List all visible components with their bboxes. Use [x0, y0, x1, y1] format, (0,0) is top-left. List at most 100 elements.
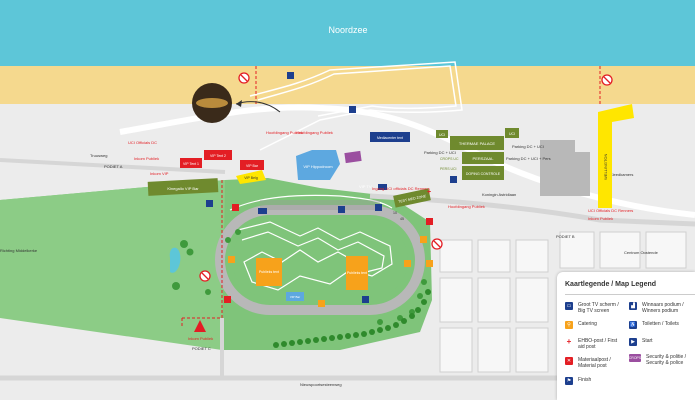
no-entry-icon: [199, 270, 211, 282]
astridlaan-label: Koningin Astridlaan: [482, 192, 516, 197]
test-med-zone-label: TEST MED ZONE: [398, 194, 427, 204]
vip-hippodroom: [296, 150, 340, 180]
legend-item-first-aid: + EHBO-post / First aid post: [565, 338, 623, 350]
legend-item-toilets: ♿ Toiletten / Toilets: [629, 321, 695, 329]
start-marker-label: 10: [393, 211, 397, 215]
vip-tent-1: [180, 158, 202, 168]
tv-screen-icon: [258, 184, 387, 214]
beach-track-2: [257, 65, 457, 117]
uci-label: UCI: [439, 133, 445, 137]
perszaal: [462, 152, 504, 164]
legend-label: Catering: [578, 321, 597, 327]
vip-tv-box: [354, 183, 374, 190]
crops-uc-label: CROPS UC: [440, 157, 459, 161]
inkom-publiek-a-label: Inkom Publiek: [134, 156, 159, 161]
no-entry-icon: [238, 72, 250, 84]
legend-label: Materiaalpost / Material post: [578, 357, 611, 369]
catering-icon: ⚲: [565, 321, 573, 329]
test-med-zone: [393, 188, 431, 208]
first-aid-plus-icon: +: [427, 189, 431, 196]
wellington-road: [598, 112, 612, 208]
podiet-c-label: PODIET C: [192, 346, 211, 351]
kidsgallo-label: Kinegallo VIP Bar: [167, 186, 199, 191]
catering-icon: [228, 236, 433, 307]
upper-course: [229, 194, 393, 211]
sea-label: Noordzee: [328, 25, 367, 35]
legend-label: Winnaars podium / Winners podium: [642, 302, 684, 314]
publieks-tent-left: [256, 258, 282, 286]
first-aid-icon: +: [565, 337, 573, 346]
oostende-label: Centrum Oostende: [624, 250, 659, 255]
thermae-palace: [450, 136, 504, 150]
start-icon: ▶: [629, 338, 637, 346]
sea-area: [0, 0, 695, 66]
vip-bar-track-label: VIP Bar: [290, 295, 300, 299]
legend-item-podium: ▟ Winnaars podium / Winners podium: [629, 302, 695, 314]
vip-tv-label: VIP TV: [359, 184, 372, 189]
uci-renners-label: UCI Officials DC Renners: [588, 208, 633, 213]
doping-controle: [462, 166, 504, 180]
hoofdingang-publiek-b-label: Hoofdingang Publiek: [448, 204, 485, 209]
kidsgallo-vip-bar: [147, 178, 219, 196]
legend-label: EHBO-post / First aid post: [578, 338, 618, 350]
perszaal-label: PERSZAAL: [473, 156, 495, 161]
hoofdingang-left-label: Hoofdingang Publiek: [266, 130, 303, 135]
grass-left: [0, 180, 225, 350]
legend-label: Toiletten / Toilets: [642, 321, 679, 327]
doping-controle-label: DOPING CONTROLE: [466, 172, 501, 176]
thermae-palace-label: THERMAE PALACE: [459, 141, 495, 146]
road-west: [0, 158, 226, 174]
vip-bar-red: [240, 160, 264, 170]
entry-triangle-icon: [194, 320, 206, 332]
vip-bar-track: [286, 292, 304, 301]
podiet-b-label: PODIET B: [556, 234, 575, 239]
photo-highlight: [196, 98, 228, 108]
vip-tent-2-label: VIP Tent 2: [210, 154, 226, 158]
mediacenter-label: Mediacenter tent: [377, 136, 403, 140]
parking-pers-label: Parking DC + UCI + Pers: [506, 156, 551, 161]
nieuwpoort-label: Nieuwpoortsesteenweg: [300, 382, 342, 387]
vip-belg-label: VIP Belg: [244, 176, 258, 180]
wellington-label: WELLINGTON: [603, 154, 608, 180]
no-entry-icon: [431, 238, 443, 250]
parking-top-label: Parking DC + UCI: [512, 144, 544, 149]
publieks-tent-right: [346, 256, 368, 290]
legend-item-catering: ⚲ Catering: [565, 321, 623, 329]
vip-tent-1-label: VIP Tent 1: [183, 162, 199, 166]
legend-item-start: ▶ Start: [629, 338, 695, 346]
tree-row: [273, 289, 431, 348]
course-lines: [237, 221, 393, 291]
uci-box: [436, 130, 448, 138]
inkom-vip-label: Inkom VIP: [150, 171, 169, 176]
first-aid-icon: [224, 204, 433, 303]
svg-text:+: +: [427, 189, 431, 196]
mediacenter-tent: [370, 132, 410, 142]
kleedkamers-building: [540, 140, 590, 196]
uci-label-2: UCI: [509, 132, 515, 136]
vip-bar-red-label: VIP Bar: [246, 164, 259, 168]
podiet-a-label: PODIET A: [104, 164, 123, 169]
legend-title: Kaartlegende / Map Legend: [565, 281, 657, 288]
legend-label: Start: [642, 338, 653, 344]
inkom-publiek-b-label: Inkom Publiek: [588, 216, 613, 221]
course-block: [260, 200, 380, 210]
middelkerke-label: Richting Middelkerke: [0, 248, 38, 253]
truusweg-label: Truusweg: [90, 153, 107, 158]
pers-uci-label: PERS UCI: [440, 167, 457, 171]
legend-item-material: ✕ Materiaalpost / Material post: [565, 357, 623, 369]
publieks-tent-right-label: Publieks tent: [347, 271, 367, 275]
security-icon: CROPS: [628, 354, 642, 362]
vip-tent-2: [204, 150, 232, 160]
uci-officials-label: UCI Officials DC: [128, 140, 157, 145]
finish-marker-label: 45: [400, 217, 404, 221]
wellington-road-top: [598, 104, 634, 122]
inkom-publiek-c-label: Inkom Publiek: [188, 336, 213, 341]
finish-icon: ⚑: [565, 377, 573, 385]
vip-hippodroom-label: VIP Hippodroom: [303, 164, 333, 169]
material-post-icon: ✕: [565, 357, 573, 365]
city-blocks: [439, 231, 687, 373]
legend-item-security: CROPS Security & politie / Security & po…: [629, 354, 695, 366]
tv-screen-icon: ▭: [565, 302, 573, 310]
race-track: [215, 205, 425, 315]
toilet-icon: ♿: [629, 321, 637, 329]
